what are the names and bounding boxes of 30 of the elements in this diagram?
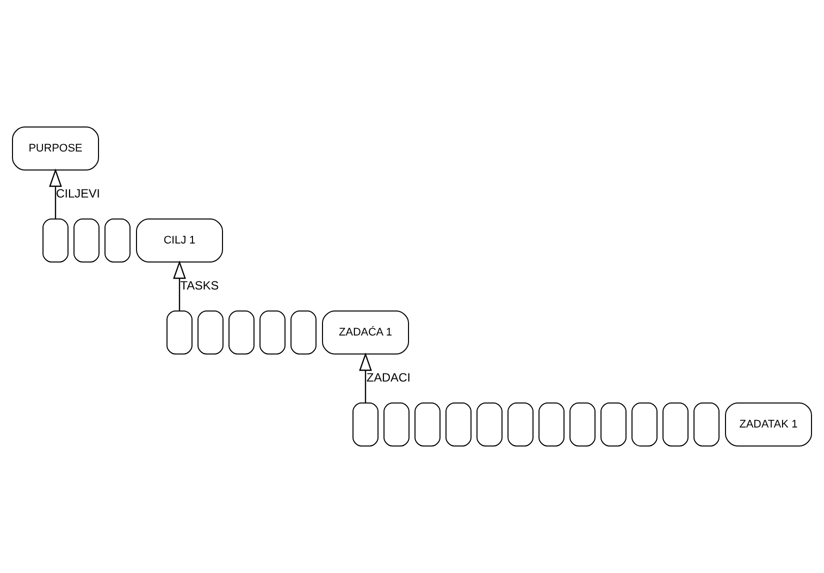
node-box xyxy=(508,402,534,446)
edge-label: CILJEVI xyxy=(56,186,100,201)
node-box xyxy=(600,402,626,446)
node-box xyxy=(538,402,564,446)
node-box xyxy=(694,402,720,446)
arrow xyxy=(173,260,186,311)
edge-label: TASKS xyxy=(180,278,219,293)
node-box xyxy=(414,402,440,446)
node-box: ZADAĆA 1 xyxy=(322,310,409,354)
node-box xyxy=(74,218,100,262)
node-box xyxy=(260,310,286,354)
node-box xyxy=(446,402,472,446)
node-box: PURPOSE xyxy=(12,126,99,170)
node-box xyxy=(166,310,192,354)
node-box xyxy=(662,402,688,446)
node-box xyxy=(290,310,316,354)
arrow xyxy=(49,168,62,219)
node-box xyxy=(104,218,130,262)
node-box xyxy=(198,310,224,354)
arrow xyxy=(359,352,372,403)
edge-label: ZADACI xyxy=(366,370,411,385)
node-box xyxy=(352,402,378,446)
node-box: CILJ 1 xyxy=(136,218,223,262)
node-box xyxy=(228,310,254,354)
node-box xyxy=(42,218,68,262)
node-box xyxy=(570,402,596,446)
node-box xyxy=(384,402,410,446)
node-box xyxy=(632,402,658,446)
node-box: ZADATAK 1 xyxy=(725,402,812,446)
node-box xyxy=(476,402,502,446)
